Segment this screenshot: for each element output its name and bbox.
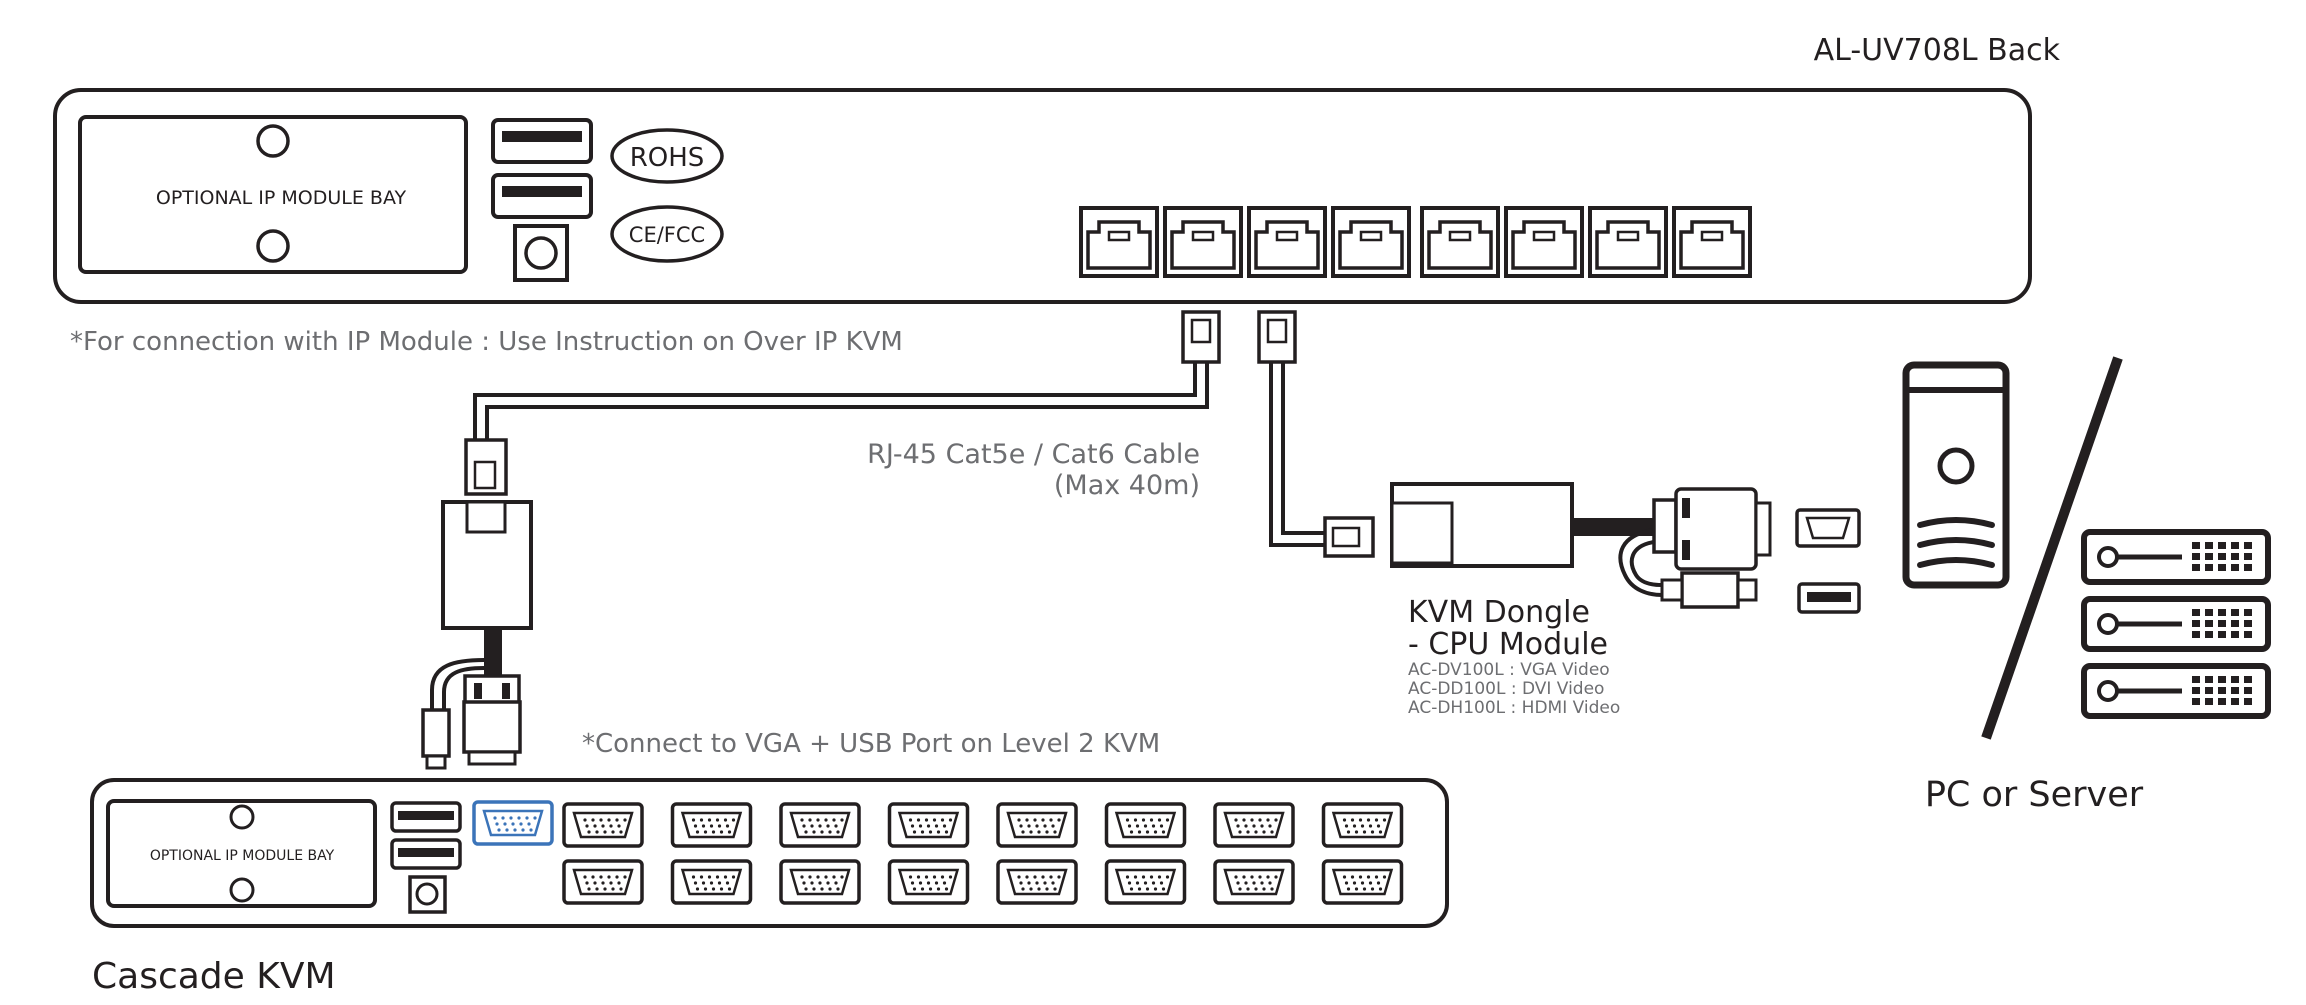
cascade-kvm-label: Cascade KVM bbox=[92, 956, 336, 997]
cascade-vga-port-14 bbox=[1104, 859, 1187, 905]
rohs-badge: ROHS bbox=[610, 128, 724, 184]
cascade-ip-module-bay: OPTIONAL IP MODULE BAY bbox=[106, 799, 377, 908]
dongle-model-2: AC-DD100L : DVI Video bbox=[1408, 679, 1604, 699]
cascade-vga-port-1 bbox=[562, 802, 644, 848]
cascade-connect-note: *Connect to VGA + USB Port on Level 2 KV… bbox=[582, 729, 1160, 759]
cascade-vga-port-10 bbox=[670, 859, 753, 905]
cascade-usb-ports bbox=[390, 801, 462, 870]
dongle-model-1: AC-DV100L : VGA Video bbox=[1408, 660, 1610, 680]
cefcc-badge: CE/FCC bbox=[610, 205, 724, 263]
cascade-vga-port-15 bbox=[1213, 859, 1295, 905]
server-unit-2 bbox=[2081, 596, 2271, 652]
cascade-dongle bbox=[421, 500, 533, 770]
rj45-port-2 bbox=[1163, 206, 1243, 278]
main-unit-title: AL-UV708L Back bbox=[1814, 33, 2061, 68]
cascade-vga-port-13 bbox=[996, 859, 1078, 905]
main-usb-ports bbox=[491, 118, 593, 219]
dongle-title-line1: KVM Dongle bbox=[1408, 595, 1590, 630]
pc-usb-port bbox=[1797, 582, 1861, 614]
dongle-title-line2: - CPU Module bbox=[1408, 627, 1608, 662]
pc-vga-port bbox=[1795, 508, 1861, 548]
pc-server-label: PC or Server bbox=[1925, 775, 2144, 815]
cascade-vga-port-5 bbox=[996, 802, 1078, 848]
pc-tower-icon bbox=[1902, 361, 2010, 589]
cascade-power-button bbox=[408, 875, 447, 914]
cascade-vga-ports bbox=[562, 802, 1404, 905]
rj45-port-5 bbox=[1420, 206, 1500, 278]
server-rack-icon bbox=[2081, 529, 2271, 719]
main-ip-module-bay: OPTIONAL IP MODULE BAY bbox=[78, 115, 468, 274]
cascade-vga-port-2 bbox=[670, 802, 753, 848]
cascade-vga-port-8 bbox=[1321, 802, 1404, 848]
ip-module-note: *For connection with IP Module : Use Ins… bbox=[70, 327, 903, 357]
server-unit-3 bbox=[2081, 663, 2271, 719]
cascade-vga-port-7 bbox=[1213, 802, 1295, 848]
cascade-vga-input-port bbox=[472, 800, 554, 846]
cable-to-cascade bbox=[464, 310, 1221, 496]
or-divider-slash bbox=[1981, 356, 2123, 740]
rj45-port-1 bbox=[1079, 206, 1159, 278]
rj45-port-6 bbox=[1504, 206, 1584, 278]
cascade-vga-port-4 bbox=[887, 802, 970, 848]
cable-label-line2: (Max 40m) bbox=[1054, 470, 1200, 501]
rj45-port-7 bbox=[1588, 206, 1668, 278]
main-power-button bbox=[513, 224, 569, 282]
cascade-vga-port-9 bbox=[562, 859, 644, 905]
cable-to-dongle bbox=[1257, 310, 1375, 558]
cascade-vga-port-16 bbox=[1321, 859, 1404, 905]
cascade-vga-port-6 bbox=[1104, 802, 1187, 848]
cascade-ip-module-bay-label: OPTIONAL IP MODULE BAY bbox=[150, 848, 335, 864]
server-unit-1 bbox=[2081, 529, 2271, 585]
main-ip-module-bay-label: OPTIONAL IP MODULE BAY bbox=[156, 187, 407, 209]
rj45-port-8 bbox=[1672, 206, 1752, 278]
cable-label-line1: RJ-45 Cat5e / Cat6 Cable bbox=[867, 439, 1200, 470]
cascade-vga-port-3 bbox=[779, 802, 861, 848]
rohs-badge-label: ROHS bbox=[630, 143, 705, 173]
cascade-vga-port-12 bbox=[887, 859, 970, 905]
cefcc-badge-label: CE/FCC bbox=[629, 223, 705, 247]
rj45-port-4 bbox=[1331, 206, 1411, 278]
cascade-vga-port-11 bbox=[779, 859, 861, 905]
dongle-model-3: AC-DH100L : HDMI Video bbox=[1408, 698, 1620, 718]
cpu-module-dongle bbox=[1390, 482, 1772, 609]
rj45-port-3 bbox=[1247, 206, 1327, 278]
main-rj45-ports bbox=[1079, 206, 1752, 278]
